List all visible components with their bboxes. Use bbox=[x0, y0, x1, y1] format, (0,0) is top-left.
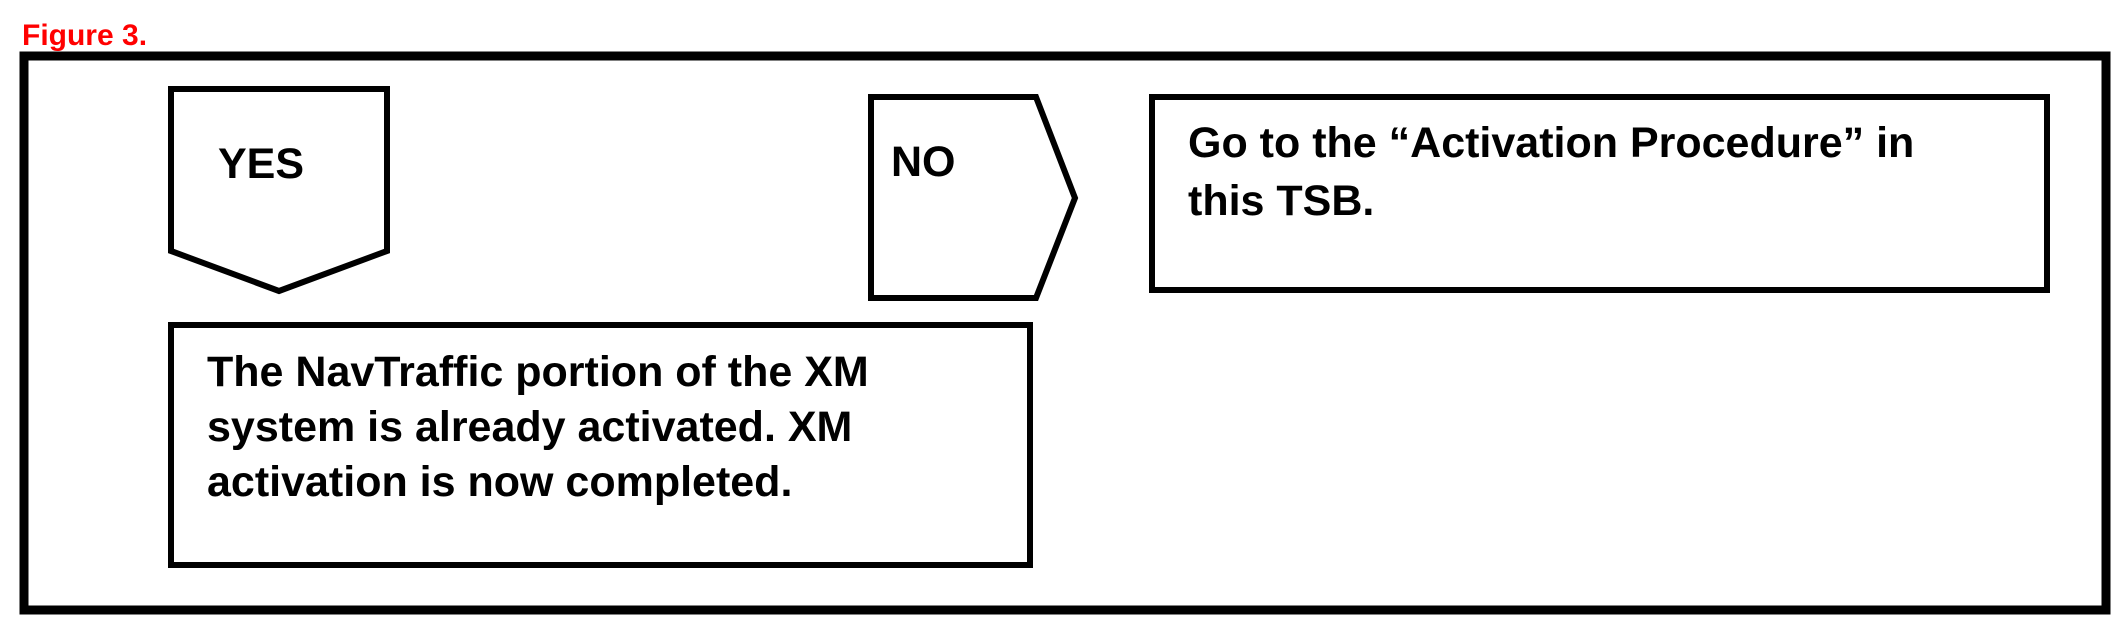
no-result-rect bbox=[1149, 94, 2050, 293]
no-decision-shape: NO bbox=[868, 94, 1079, 301]
yes-result-box: The NavTraffic portion of the XM system … bbox=[168, 322, 1033, 568]
no-label: NO bbox=[891, 138, 956, 186]
figure-label: Figure 3. bbox=[22, 19, 147, 52]
no-pentagon bbox=[868, 94, 1079, 301]
no-result-line-2: this TSB. bbox=[1188, 177, 1374, 225]
yes-pentagon bbox=[168, 86, 390, 295]
yes-result-line-3: activation is now completed. bbox=[207, 458, 792, 506]
yes-result-rect bbox=[168, 322, 1033, 568]
yes-result-line-1: The NavTraffic portion of the XM bbox=[207, 348, 869, 396]
no-result-line-1: Go to the “Activation Procedure” in bbox=[1188, 119, 1914, 167]
yes-result-line-2: system is already activated. XM bbox=[207, 403, 852, 451]
yes-label: YES bbox=[218, 140, 304, 188]
diagram-frame bbox=[19, 51, 2111, 615]
yes-decision-shape: YES bbox=[168, 86, 390, 295]
no-result-box: Go to the “Activation Procedure” in this… bbox=[1149, 94, 2050, 293]
